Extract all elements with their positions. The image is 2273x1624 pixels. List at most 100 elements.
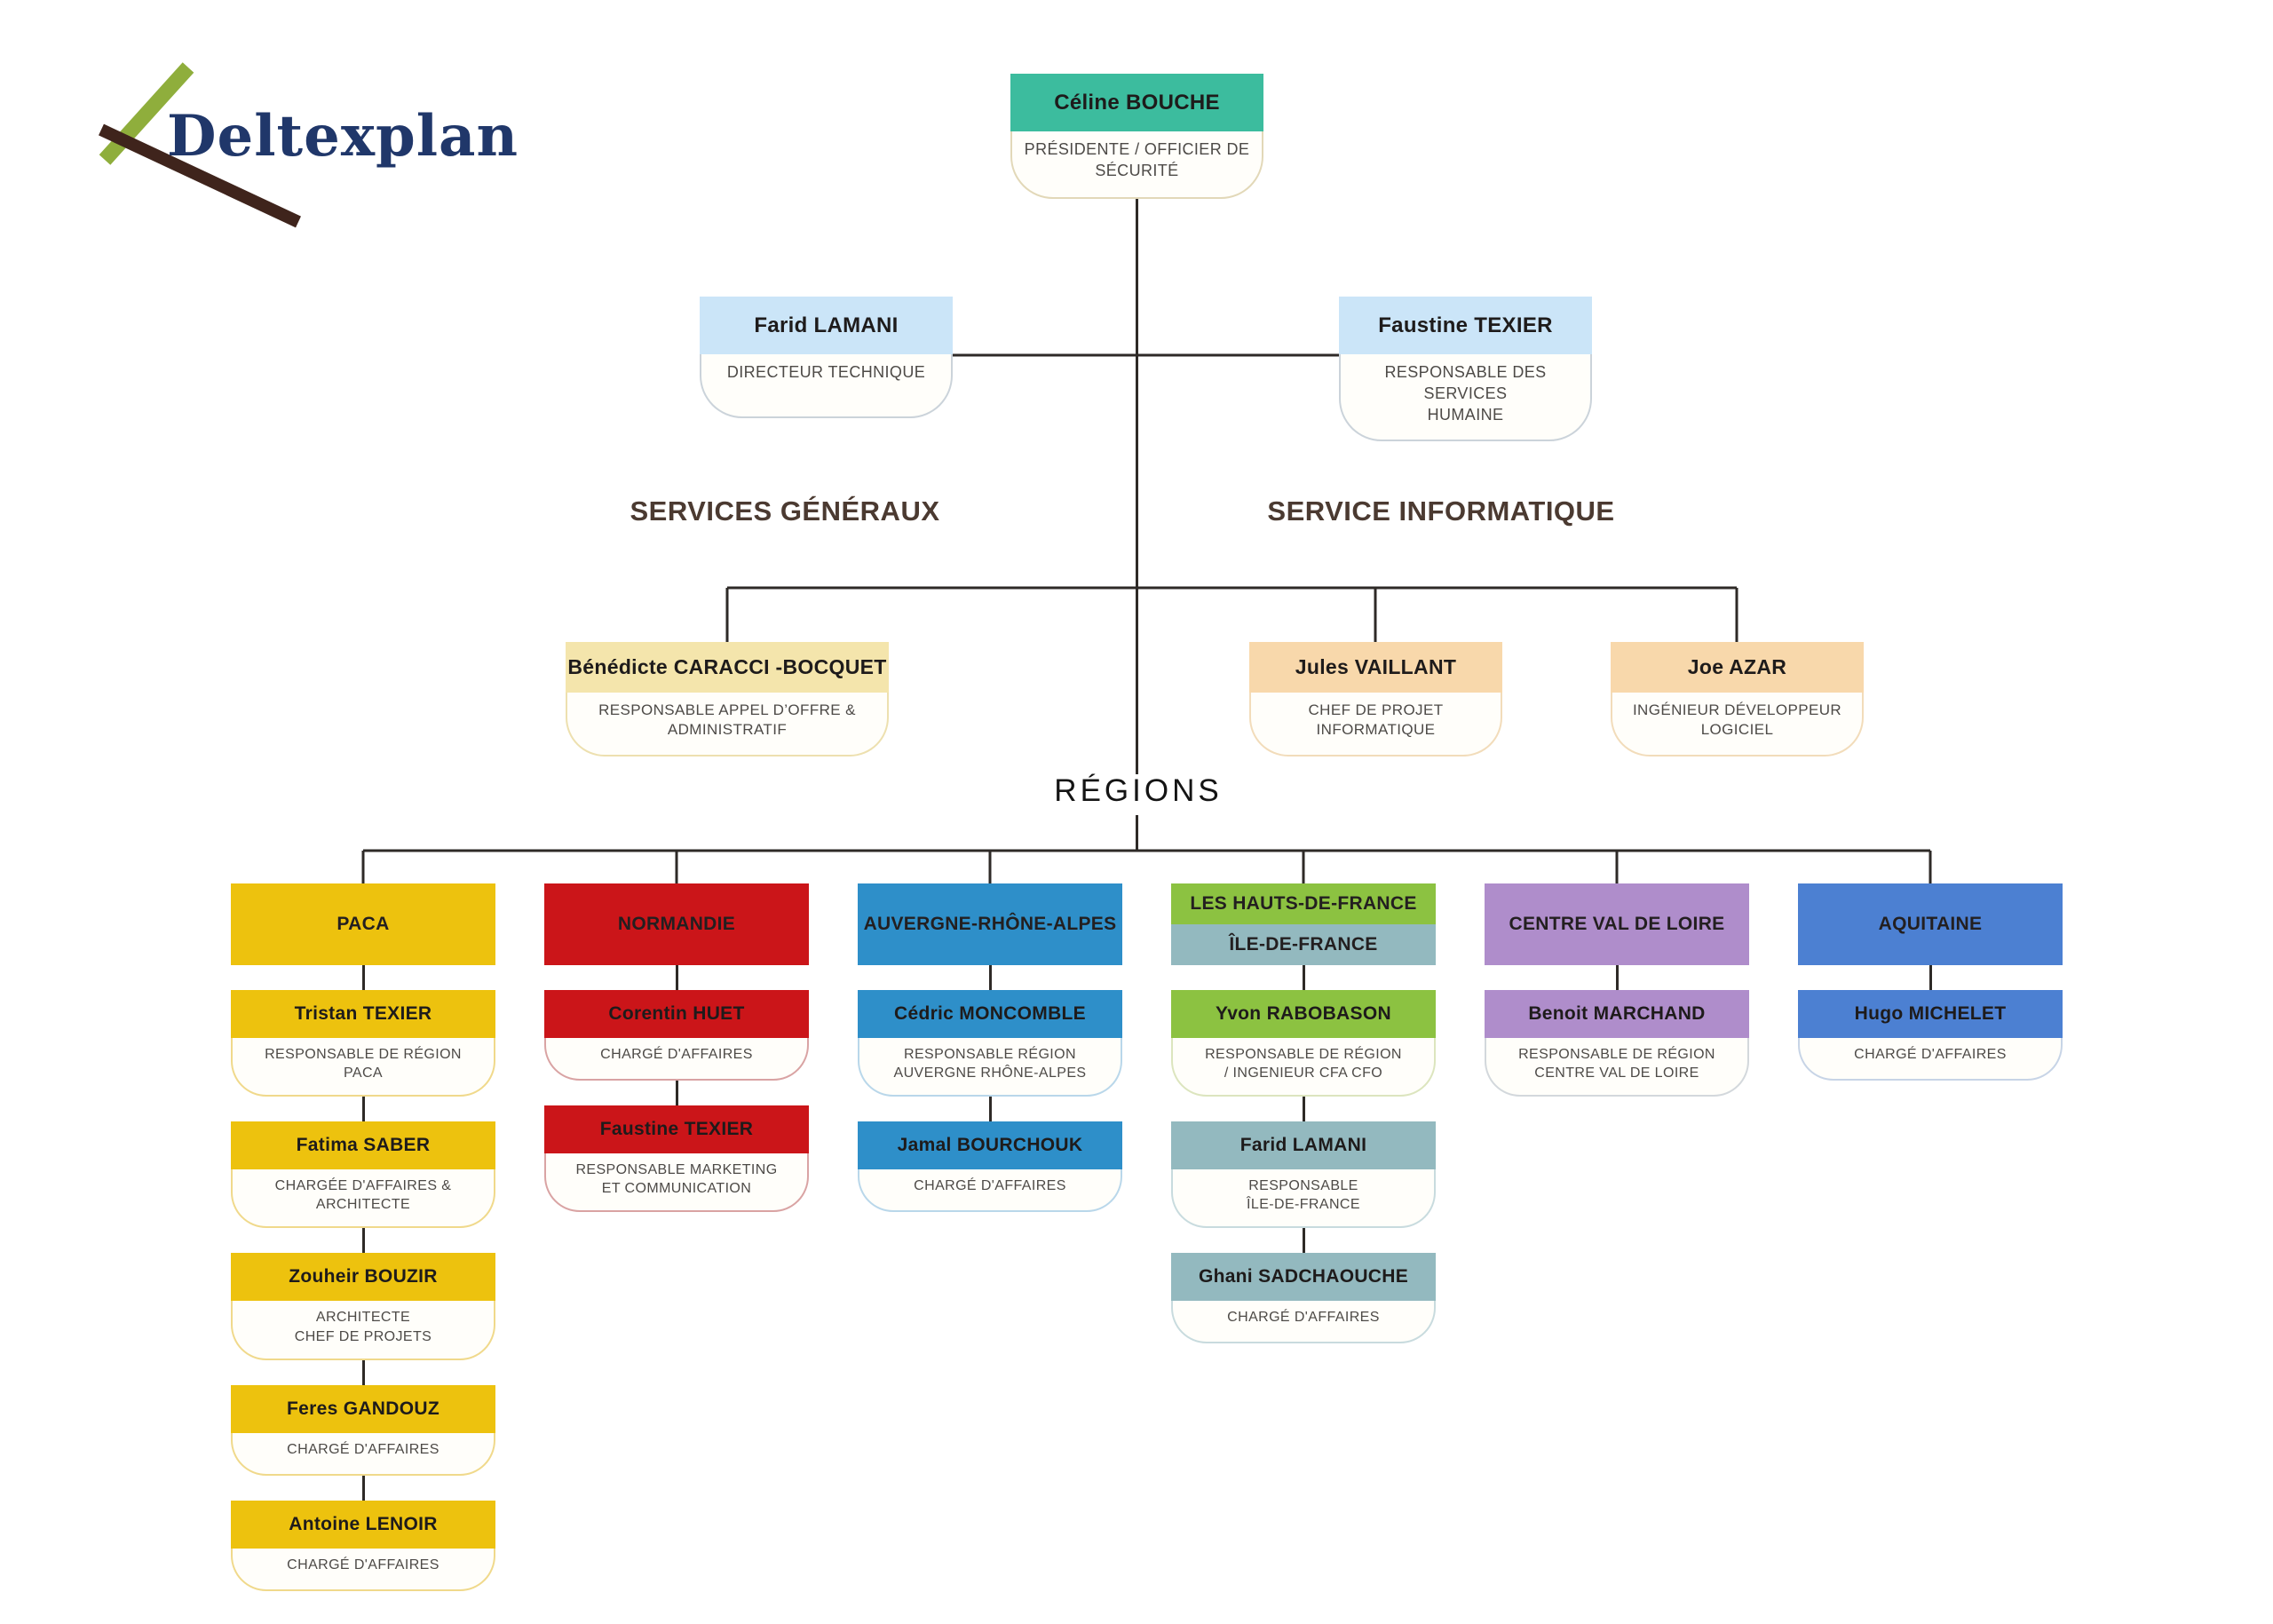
person-title: RESPONSABLE MARKETING ET COMMUNICATION — [575, 1162, 778, 1197]
person-box-body: RESPONSABLE APPEL D’OFFRE & ADMINISTRATI… — [566, 693, 889, 757]
person-box-header: Jules VAILLANT — [1249, 642, 1502, 693]
member-connector-line — [675, 1081, 678, 1105]
region-header-cell: ÎLE-DE-FRANCE — [1171, 924, 1436, 965]
person-box-chef-projet-informatique: Jules VAILLANT CHEF DE PROJET INFORMATIQ… — [1249, 642, 1502, 757]
person-box: Antoine LENOIR CHARGÉ D'AFFAIRES — [231, 1500, 495, 1591]
region-label: ÎLE-DE-FRANCE — [1229, 934, 1378, 955]
region-header-cell: AUVERGNE-RHÔNE-ALPES — [858, 883, 1122, 965]
person-box: Farid LAMANI RESPONSABLE ÎLE-DE-FRANCE — [1171, 1121, 1436, 1229]
person-box-header: Benoit MARCHAND — [1485, 990, 1749, 1038]
person-box-body: RESPONSABLE MARKETING ET COMMUNICATION — [544, 1153, 809, 1213]
person-name: Farid LAMANI — [754, 313, 899, 337]
person-box-body: CHARGÉ D'AFFAIRES — [1798, 1038, 2063, 1081]
person-box-director-technique: Farid LAMANI DIRECTEUR TECHNIQUE — [700, 297, 953, 418]
person-box-header: Corentin HUET — [544, 990, 809, 1038]
person-title: CHARGÉ D'AFFAIRES — [600, 1047, 753, 1062]
person-box-body: CHARGÉ D'AFFAIRES — [544, 1038, 809, 1081]
member-connector-line — [361, 965, 365, 990]
person-title: RESPONSABLE DE RÉGION / INGENIEUR CFA CF… — [1205, 1047, 1402, 1081]
person-name: Zouheir BOUZIR — [289, 1266, 438, 1287]
member-connector-line — [988, 965, 992, 990]
person-title: PRÉSIDENTE / OFFICIER DE SÉCURITÉ — [1024, 140, 1250, 179]
person-box-ingenieur-developpeur: Joe AZAR INGÉNIEUR DÉVELOPPEUR LOGICIEL — [1611, 642, 1864, 757]
member-connector-line — [1302, 1228, 1305, 1254]
person-box-header: Faustine TEXIER — [544, 1105, 809, 1153]
person-name: Antoine LENOIR — [289, 1513, 438, 1534]
person-box: Feres GANDOUZ CHARGÉ D'AFFAIRES — [231, 1384, 495, 1476]
member-connector-line — [361, 1359, 365, 1385]
person-box-appel-offre: Bénédicte CARACCI -BOCQUET RESPONSABLE A… — [566, 642, 889, 757]
region-label: AUVERGNE-RHÔNE-ALPES — [863, 914, 1117, 934]
person-box-header: Farid LAMANI — [700, 297, 953, 354]
region-header-cell: AQUITAINE — [1798, 883, 2063, 965]
person-name: Bénédicte CARACCI -BOCQUET — [567, 655, 887, 678]
person-box-body: RESPONSABLE DES SERVICES HUMAINE — [1339, 354, 1592, 442]
region-header-cell: PACA — [231, 883, 495, 965]
person-name: Corentin HUET — [608, 1003, 745, 1024]
member-connector-line — [361, 1475, 365, 1501]
region-column: CENTRE VAL DE LOIRE Benoit MARCHAND RESP… — [1485, 883, 1749, 1097]
region-label: AQUITAINE — [1878, 914, 1983, 934]
member-connector-line — [675, 965, 678, 990]
person-box-header: Tristan TEXIER — [231, 990, 495, 1038]
person-box: Cédric MONCOMBLE RESPONSABLE RÉGION AUVE… — [858, 990, 1122, 1097]
company-logo: Deltexplan — [89, 51, 518, 242]
person-title: RESPONSABLE DES SERVICES HUMAINE — [1384, 363, 1547, 424]
person-title: CHARGÉ D'AFFAIRES — [287, 1557, 440, 1573]
region-label: NORMANDIE — [617, 914, 736, 934]
member-connector-line — [1302, 1097, 1305, 1122]
person-box-body: CHEF DE PROJET INFORMATIQUE — [1249, 693, 1502, 757]
region-header: PACA — [231, 883, 495, 965]
region-column: AQUITAINE Hugo MICHELET CHARGÉ D'AFFAIRE… — [1798, 883, 2063, 1081]
person-box: Ghani SADCHAOUCHE CHARGÉ D'AFFAIRES — [1171, 1253, 1436, 1344]
person-title: CHARGÉ D'AFFAIRES — [287, 1441, 440, 1457]
region-column: NORMANDIE Corentin HUET CHARGÉ D'AFFAIRE… — [544, 883, 809, 1213]
person-title: RESPONSABLE APPEL D’OFFRE & ADMINISTRATI… — [598, 701, 856, 739]
person-title: RESPONSABLE ÎLE-DE-FRANCE — [1247, 1178, 1360, 1213]
person-name: Jules VAILLANT — [1295, 655, 1457, 678]
person-name: Joe AZAR — [1687, 655, 1787, 678]
person-box-body: CHARGÉ D'AFFAIRES — [1171, 1301, 1436, 1344]
member-connector-line — [1615, 965, 1619, 990]
person-name: Faustine TEXIER — [599, 1119, 754, 1139]
logo-mark-icon — [99, 62, 301, 228]
person-box-header: Cédric MONCOMBLE — [858, 990, 1122, 1038]
section-heading-service-informatique: SERVICE INFORMATIQUE — [1267, 495, 1615, 527]
person-name: Jamal BOURCHOUK — [897, 1135, 1083, 1156]
person-box-header: Zouheir BOUZIR — [231, 1253, 495, 1302]
person-box-header: Hugo MICHELET — [1798, 990, 2063, 1038]
person-box-body: PRÉSIDENTE / OFFICIER DE SÉCURITÉ — [1010, 131, 1263, 199]
person-title: CHARGÉ D'AFFAIRES — [914, 1178, 1066, 1194]
member-connector-line — [361, 1228, 365, 1254]
person-box-header: Ghani SADCHAOUCHE — [1171, 1253, 1436, 1302]
person-title: RESPONSABLE DE RÉGION CENTRE VAL DE LOIR… — [1518, 1047, 1715, 1081]
person-name: Cédric MONCOMBLE — [894, 1003, 1086, 1024]
region-header-cell: CENTRE VAL DE LOIRE — [1485, 883, 1749, 965]
person-box-root: Céline BOUCHE PRÉSIDENTE / OFFICIER DE S… — [1010, 74, 1263, 199]
section-heading-services-generaux: SERVICES GÉNÉRAUX — [630, 495, 940, 527]
person-title: RESPONSABLE RÉGION AUVERGNE RHÔNE-ALPES — [893, 1047, 1087, 1081]
logo-text: Deltexplan — [167, 103, 519, 170]
person-box-header: Fatima SABER — [231, 1121, 495, 1170]
person-box-header: Joe AZAR — [1611, 642, 1864, 693]
person-box-header: Bénédicte CARACCI -BOCQUET — [566, 642, 889, 693]
person-box-body: RESPONSABLE DE RÉGION PACA — [231, 1038, 495, 1097]
region-header: LES HAUTS-DE-FRANCE ÎLE-DE-FRANCE — [1171, 883, 1436, 965]
person-box-body: CHARGÉ D'AFFAIRES — [858, 1169, 1122, 1213]
region-label: PACA — [337, 914, 390, 934]
person-title: CHARGÉ D'AFFAIRES — [1227, 1310, 1380, 1326]
region-header: CENTRE VAL DE LOIRE — [1485, 883, 1749, 965]
member-connector-line — [988, 1097, 992, 1122]
region-header: NORMANDIE — [544, 883, 809, 965]
person-box-header: Faustine TEXIER — [1339, 297, 1592, 354]
person-box-body: RESPONSABLE DE RÉGION / INGENIEUR CFA CF… — [1171, 1038, 1436, 1097]
person-box-header: Antoine LENOIR — [231, 1500, 495, 1549]
person-box-body: CHARGÉE D'AFFAIRES & ARCHITECTE — [231, 1169, 495, 1229]
region-column: LES HAUTS-DE-FRANCE ÎLE-DE-FRANCE Yvon R… — [1171, 883, 1436, 1344]
person-title: CHEF DE PROJET INFORMATIQUE — [1308, 701, 1444, 739]
person-name: Fatima SABER — [296, 1135, 431, 1156]
member-connector-line — [1302, 965, 1305, 990]
person-box-header: Farid LAMANI — [1171, 1121, 1436, 1170]
region-label: CENTRE VAL DE LOIRE — [1509, 914, 1725, 934]
